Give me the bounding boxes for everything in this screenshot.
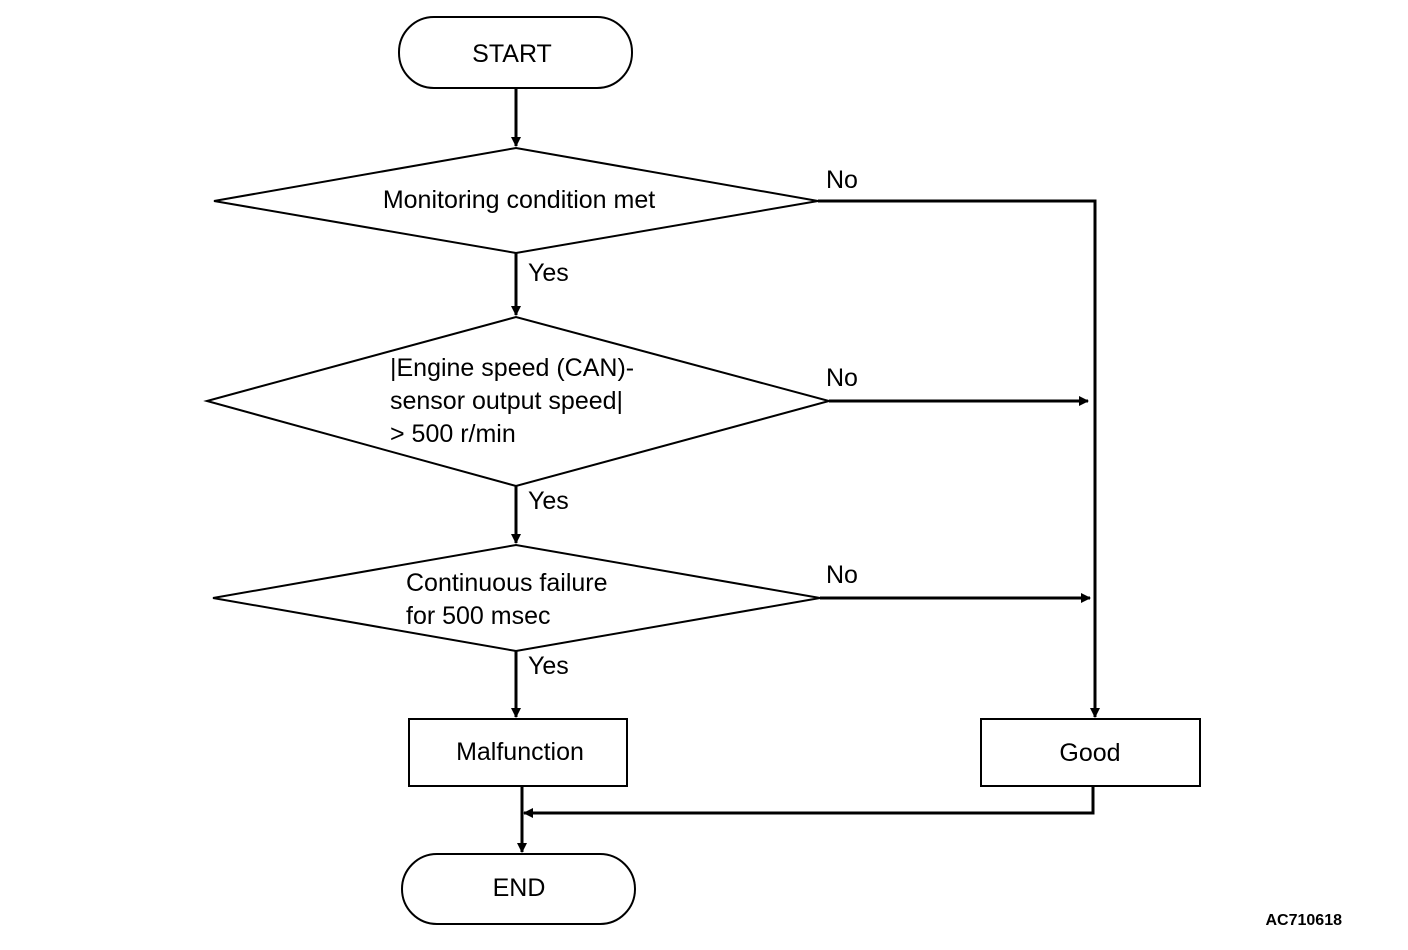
connector-d1-no bbox=[818, 199, 1100, 718]
decision-failure-line-1: Continuous failure bbox=[406, 569, 608, 597]
end-label: END bbox=[492, 874, 546, 902]
yes-label-3: Yes bbox=[528, 652, 569, 680]
malfunction-process bbox=[408, 718, 628, 787]
good-process bbox=[980, 718, 1201, 787]
figure-id: AC710618 bbox=[1265, 912, 1343, 929]
decision-speed-line-1: |Engine speed (CAN)- bbox=[390, 354, 635, 382]
decision-monitoring-label: Monitoring condition met bbox=[382, 186, 656, 214]
decision-speed-line-2: sensor output speed| bbox=[390, 387, 624, 415]
yes-label-2: Yes bbox=[528, 487, 569, 515]
decision-failure-line-2: for 500 msec bbox=[406, 602, 551, 630]
no-label-1: No bbox=[826, 166, 858, 194]
start-label: START bbox=[472, 40, 552, 68]
good-label: Good bbox=[1059, 739, 1121, 767]
connector-good-to-end bbox=[523, 786, 1095, 818]
end-terminal bbox=[401, 853, 636, 925]
malfunction-label: Malfunction bbox=[456, 738, 584, 766]
no-label-3: No bbox=[826, 561, 858, 589]
yes-label-1: Yes bbox=[528, 259, 569, 287]
decision-speed-line-3: > 500 r/min bbox=[390, 420, 516, 448]
no-label-2: No bbox=[826, 364, 858, 392]
